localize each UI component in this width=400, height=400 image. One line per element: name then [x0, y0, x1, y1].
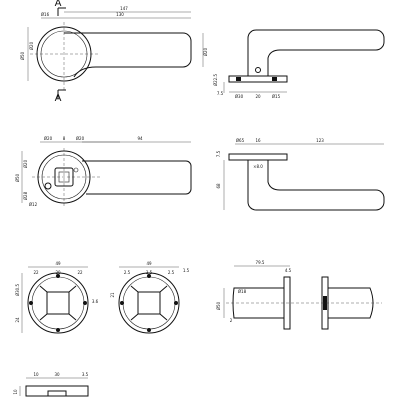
- lever-front-body: [82, 160, 192, 195]
- rose-right-spokes: [130, 285, 168, 321]
- section-marker-bottom: A: [55, 93, 62, 104]
- rose-left-outline: [27, 272, 89, 334]
- dim-lever-length: 130: [116, 12, 124, 17]
- rose-left-square: [46, 291, 70, 315]
- dim-offset: Ø16: [41, 12, 50, 17]
- dim-inner-a: Ø20: [23, 159, 28, 168]
- dim-bottom-width-b: 3.5: [82, 372, 89, 377]
- lever-side-mid-profile: [247, 160, 385, 211]
- view-side-top: Ø22.5 7.5 Ø30 20 Ø15: [213, 29, 385, 99]
- view-front-mid: Ø20 8 Ø20 94 Ø50 Ø20 Ø28 Ø12: [15, 136, 192, 207]
- section-spindle-block: [323, 296, 327, 310]
- dim-bottom-label: 10: [33, 372, 39, 377]
- dim-rose-left-side-b: 24: [15, 317, 20, 323]
- dim-side-mid: 16: [255, 138, 261, 143]
- dim-front-right: Ø20: [76, 136, 85, 141]
- lever-body: [64, 32, 192, 78]
- dim-rose-right-top-c: 2.5: [168, 270, 175, 275]
- view-side-mid: ×8.0 Ø65 16 123 68 7.5: [216, 138, 385, 211]
- dim-side-thickness: 7.5: [216, 150, 221, 157]
- dim-overall-length: 147: [120, 6, 128, 11]
- dim-side-left: Ø65: [236, 138, 245, 143]
- view-rose-right: 49 2.5 3.5 2.5 1.5 21: [110, 261, 190, 334]
- dim-grip-height: Ø20: [203, 47, 208, 56]
- rose-right-ring: [122, 276, 176, 330]
- dim-front-mid: 8: [63, 136, 66, 141]
- spindle-label: ×8.0: [253, 164, 263, 169]
- dim-bottom-height: 10: [13, 389, 18, 395]
- dim-section-step: 2: [230, 318, 233, 323]
- fixing-hole-small: [73, 167, 79, 173]
- dim-section-offset: 4.5: [285, 268, 292, 273]
- dim-front-left: Ø20: [44, 136, 53, 141]
- rose-left-hole-left: [29, 301, 33, 305]
- dim-rose-left-side-a: Ø30.5: [15, 284, 20, 297]
- section-shaft-left: [232, 287, 285, 319]
- rose-right-hole-top: [147, 274, 151, 278]
- dim-front-length: 94: [137, 136, 143, 141]
- dim-rose-thickness: 7.5: [217, 91, 224, 96]
- view-bottom: 30 3.5 10 10: [13, 372, 89, 397]
- dim-rose-right-top-a: 2.5: [124, 270, 131, 275]
- dim-inner-b: Ø28: [23, 191, 28, 200]
- lever-side-profile: [247, 29, 385, 76]
- view-rose-left: 49 22 20 22 Ø30.5 24 3.6: [15, 261, 99, 334]
- dim-side-length: 123: [316, 138, 324, 143]
- dim-rose-left-top-b: 20: [55, 270, 61, 275]
- rose-right-outline: [118, 272, 180, 334]
- dim-rose-left-top-a: 22: [33, 270, 39, 275]
- dim-base-height: Ø22.5: [213, 74, 218, 87]
- dim-rose-inner: Ø20: [29, 41, 34, 50]
- rose-right-hole-right: [174, 301, 178, 305]
- bottom-plate-boss: [47, 390, 67, 397]
- dim-rose-left-width: 49: [55, 261, 61, 266]
- dim-section-diameter: Ø50: [216, 301, 221, 310]
- rose-left-spokes: [39, 285, 77, 321]
- rose-base-notch-left: [236, 77, 241, 81]
- dim-rose-right-side-a: 1.5: [183, 268, 190, 273]
- rose-base-plate: [228, 75, 288, 83]
- rose-left-hole-bottom: [56, 328, 60, 332]
- rose-base-notch-right: [272, 77, 277, 81]
- dim-rose-left-side-c: 3.6: [92, 299, 99, 304]
- view-plan-top: 147 130 Ø16 Ø50 Ø20 Ø20 A A: [20, 0, 208, 104]
- dim-front-height: Ø50: [15, 173, 20, 182]
- rose-left-hole-right: [83, 301, 87, 305]
- rose-plate-mid: [228, 153, 288, 161]
- section-marker-top: A: [55, 0, 62, 9]
- fixing-hole: [44, 182, 52, 190]
- dim-rose-right-top-b: 3.5: [146, 270, 153, 275]
- dim-rose-right-width: 49: [146, 261, 152, 266]
- rose-right-square: [137, 291, 161, 315]
- dim-bottom-width-a: 30: [54, 372, 60, 377]
- spindle-screw: [255, 67, 261, 73]
- dim-rose-right-side-b: 21: [110, 292, 115, 298]
- dim-side-height: 68: [216, 183, 221, 189]
- dim-section-shaft: Ø18: [238, 289, 247, 294]
- rose-left-hole-top: [56, 274, 60, 278]
- dim-inner-c: Ø12: [29, 202, 38, 207]
- dim-rose-left-top-c: 22: [77, 270, 83, 275]
- rose-right-hole-bottom: [147, 328, 151, 332]
- rose-right-hole-left: [120, 301, 124, 305]
- dim-width-mid: 20: [255, 94, 261, 99]
- view-section: 79.5 4.5 Ø50 Ø18 2: [216, 260, 382, 330]
- dim-section-length: 79.5: [256, 260, 265, 265]
- dim-width-left: Ø30: [235, 94, 244, 99]
- dim-rose-diameter: Ø50: [20, 51, 25, 60]
- rose-left-ring: [31, 276, 85, 330]
- dim-width-right: Ø15: [272, 94, 281, 99]
